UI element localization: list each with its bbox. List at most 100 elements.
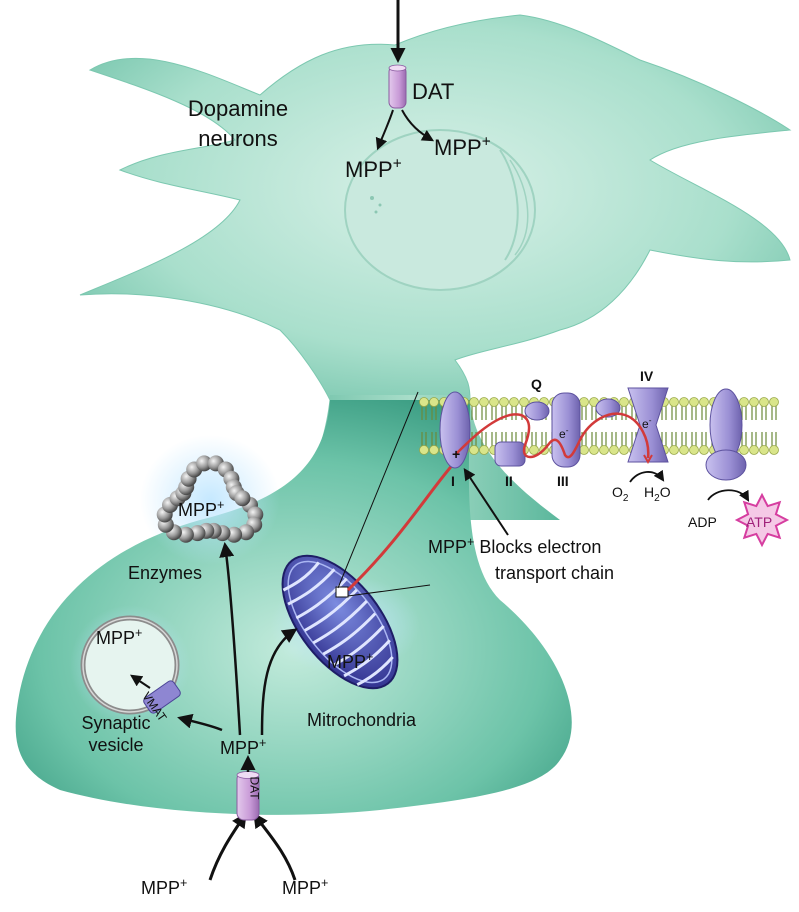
lipid-head xyxy=(589,445,599,455)
enzyme-subunit xyxy=(238,524,255,541)
label-complex-iii: III xyxy=(557,473,569,489)
lipid-head xyxy=(739,397,749,407)
lipid-head xyxy=(489,397,499,407)
synaptic-vesicle xyxy=(70,605,190,725)
label-mitochondria: Mitrochondria xyxy=(307,710,417,730)
enzymes-cluster xyxy=(140,435,280,565)
lipid-tail xyxy=(431,432,437,446)
label-mpp-mitochondrion: MPP+ xyxy=(327,650,374,672)
dat-transporter-bottom xyxy=(236,771,260,821)
label-enzymes: Enzymes xyxy=(128,563,203,583)
cytochrome-c xyxy=(595,398,621,418)
lipid-head xyxy=(669,445,679,455)
lipid-tail xyxy=(661,406,667,420)
label-complex-q: Q xyxy=(531,376,542,392)
lipid-tail xyxy=(691,432,697,446)
label-complex-i: I xyxy=(451,473,455,489)
lipid-tail xyxy=(581,406,587,420)
lipid-head xyxy=(469,397,479,407)
lipid-head xyxy=(479,397,489,407)
lipid-tail xyxy=(431,406,437,420)
zoom-line-lower xyxy=(347,584,431,597)
arrow-dat-to-mpp-left xyxy=(375,109,394,151)
lipid-tail xyxy=(691,406,697,420)
lipid-tail xyxy=(591,406,597,420)
lipid-tail xyxy=(421,406,427,420)
lipid-tail xyxy=(761,432,767,446)
lipid-head xyxy=(759,445,769,455)
lipid-head xyxy=(769,445,779,455)
label-mpp-enzymes: MPP+ xyxy=(178,498,225,520)
lipid-head xyxy=(619,397,629,407)
lipid-tail xyxy=(481,432,487,446)
enzyme-subunit xyxy=(177,526,194,543)
lipid-tail xyxy=(491,406,497,420)
label-o2: O2 xyxy=(612,484,629,504)
lipid-head xyxy=(689,445,699,455)
o2-to-h2o-arrow xyxy=(629,469,665,483)
lipid-tail xyxy=(471,406,477,420)
lipid-head xyxy=(749,397,759,407)
lipid-tail xyxy=(751,432,757,446)
electron-path-link xyxy=(346,461,457,592)
label-mpp-center: MPP+ xyxy=(220,736,267,758)
label-dat-top: DAT xyxy=(412,79,455,104)
label-h2o: H2O xyxy=(644,484,671,504)
lipid-head xyxy=(679,397,689,407)
lipid-head xyxy=(519,397,529,407)
label-complex-i-mpp-mark: + xyxy=(452,446,461,462)
arrow-mpp-to-enzymes xyxy=(219,542,242,736)
electron-path-arrowhead xyxy=(643,454,653,465)
label-complex-iv: IV xyxy=(640,368,654,384)
lipid-tail xyxy=(621,432,627,446)
label-mpp-bottom-left: MPP+ xyxy=(141,876,188,898)
lipid-tail xyxy=(761,406,767,420)
lipid-head xyxy=(599,445,609,455)
lipid-head xyxy=(749,445,759,455)
lipid-tail xyxy=(601,432,607,446)
complex-ii xyxy=(494,441,526,467)
label-blocks-line2: transport chain xyxy=(495,563,615,583)
complex-iii xyxy=(551,392,581,468)
arrow-mpp-to-vesicle xyxy=(177,713,223,732)
lipid-tail xyxy=(541,432,547,446)
lipid-tail xyxy=(681,432,687,446)
lipid-tail xyxy=(481,406,487,420)
lipid-head xyxy=(509,397,519,407)
arrow-bottom-left-to-dat xyxy=(208,812,247,881)
lipid-head xyxy=(419,397,429,407)
lipid-tail xyxy=(671,432,677,446)
lipid-head xyxy=(429,445,439,455)
coenzyme-q xyxy=(524,401,550,421)
arrow-vesicle-inner xyxy=(130,674,151,689)
lipid-head xyxy=(619,445,629,455)
lipid-head xyxy=(759,397,769,407)
mitochondrion xyxy=(270,554,420,690)
lipid-head xyxy=(679,445,689,455)
lipid-head xyxy=(529,445,539,455)
label-mpp-vesicle: MPP+ xyxy=(96,626,143,648)
lipid-head xyxy=(769,397,779,407)
dopamine-neuron-soma xyxy=(79,14,792,401)
lipid-head xyxy=(609,445,619,455)
label-mpp-blocks: MPP+ Blocks electron xyxy=(428,535,602,557)
lipid-tail xyxy=(531,432,537,446)
lipid-head xyxy=(689,397,699,407)
enzyme-subunit xyxy=(196,455,213,472)
label-electron-1: e- xyxy=(559,425,569,441)
label-dat-bottom: DAT xyxy=(247,776,262,800)
lipid-head xyxy=(429,397,439,407)
label-synaptic-vesicle: Synaptic vesicle xyxy=(81,713,151,755)
label-dopamine-neurons: Dopamine neurons xyxy=(187,96,289,151)
lipid-tail xyxy=(511,406,517,420)
label-adp: ADP xyxy=(688,514,717,530)
lipid-tail xyxy=(491,432,497,446)
arrow-blocks-to-complex-i xyxy=(463,467,509,536)
lipid-tail xyxy=(701,406,707,420)
arrow-bottom-right-to-dat xyxy=(253,812,297,881)
label-mpp-top-left: MPP+ xyxy=(345,155,402,182)
lipid-tail xyxy=(751,406,757,420)
lipid-head xyxy=(579,397,589,407)
